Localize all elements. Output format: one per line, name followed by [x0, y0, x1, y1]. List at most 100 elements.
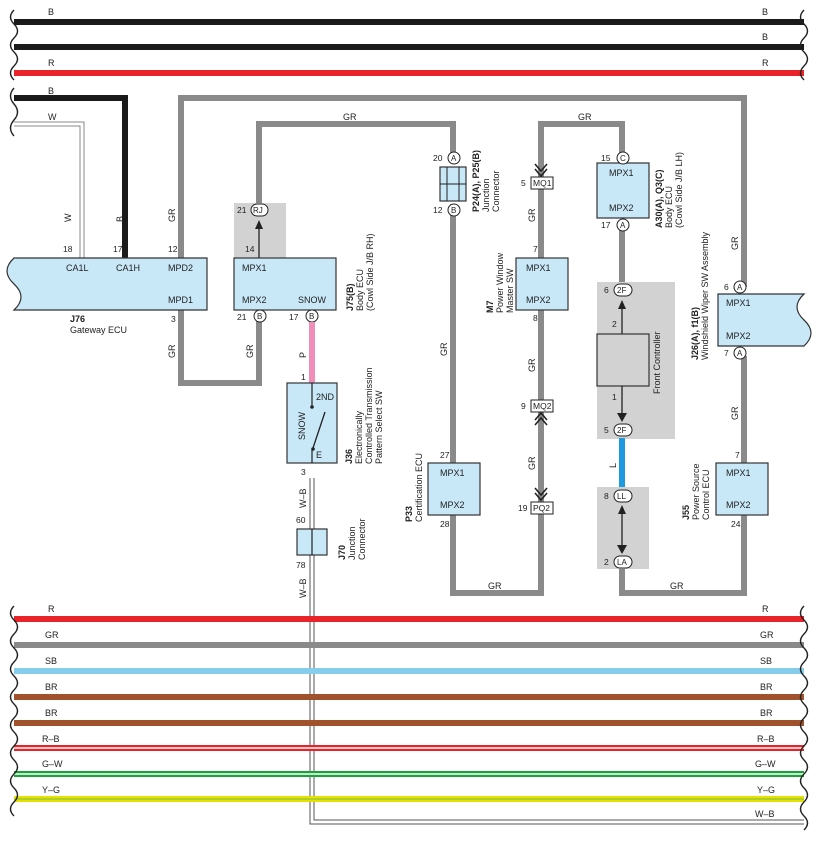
component-code: A30(A), Q3(C)	[654, 169, 664, 228]
connector-code: RJ	[253, 206, 263, 215]
component-location: (Cowl Side J/B LH)	[674, 152, 684, 228]
break-mark-left	[9, 87, 19, 137]
component-location: (Cowl Side J/B RH)	[365, 233, 375, 311]
wire-label: GR	[578, 112, 592, 122]
pin-number: 5	[521, 178, 526, 188]
component-name: Power Source	[691, 463, 701, 520]
bus-label-right: GR	[760, 630, 774, 640]
component-name: Power Window	[495, 252, 505, 313]
bus-label-right: SB	[760, 656, 772, 666]
bus-label-right: R–B	[757, 734, 775, 744]
component-code: J76	[70, 314, 85, 324]
component-code: J36	[344, 449, 354, 464]
pin-number: 6	[724, 282, 729, 292]
pin-number: 12	[433, 205, 443, 215]
connector-badge: LL	[613, 489, 633, 503]
component-code: J26(A), f1(B)	[690, 307, 700, 360]
connector-badge-shape	[613, 423, 633, 437]
terminal-label: MPX2	[526, 295, 551, 305]
gateway-feed-wires: B W W B	[14, 86, 128, 258]
wire-label: B	[115, 216, 125, 222]
wire-label: W	[48, 112, 57, 122]
pin-number: 12	[168, 244, 178, 254]
bus-label-left: R–B	[42, 734, 60, 744]
chevron-down-icon	[534, 163, 548, 178]
connector-badge: A	[733, 280, 747, 294]
component-name: Master SW	[505, 268, 515, 313]
component-code: P24(A), P25(B)	[471, 150, 481, 212]
wire-label: P	[298, 352, 308, 358]
body-ecu-rh-body	[233, 257, 337, 311]
pin-number: 8	[533, 313, 538, 323]
pin-number: 7	[735, 450, 740, 460]
chevron-up-icon	[534, 411, 548, 426]
pin-number: 17	[113, 244, 123, 254]
wire-label: W–B	[298, 578, 308, 598]
switch-terminal	[310, 405, 314, 409]
component-name: Gateway ECU	[70, 325, 127, 335]
pin-number: 18	[63, 244, 73, 254]
connector-badge: B	[253, 309, 267, 323]
arrow-down-icon	[617, 545, 627, 554]
pin-number: 21	[237, 312, 247, 322]
bus-label-left: BR	[45, 682, 58, 692]
bus-label-left: R	[48, 604, 55, 614]
wire-gr-m7	[538, 121, 625, 258]
power-window-path: GR GR GR GR MQ1 5 7 8 MPX1 MPX2 M7 Power…	[485, 112, 625, 515]
terminal-label: E	[316, 450, 322, 460]
connector-badge-shape	[447, 203, 461, 217]
terminal-label: SNOW	[297, 411, 307, 440]
terminal-label: SNOW	[298, 295, 327, 305]
pin-number: 3	[171, 314, 176, 324]
wire-label: GR	[245, 344, 255, 358]
pin-number: 7	[724, 348, 729, 358]
break-mark-right	[799, 605, 809, 831]
connector-badge: C	[616, 151, 630, 165]
connector-code: A	[737, 349, 743, 358]
wire-label: W	[63, 213, 73, 222]
connector-badge: LA	[613, 555, 633, 569]
terminal-label: MPX2	[609, 203, 634, 213]
connector-code: A	[737, 283, 743, 292]
component-name: Front Controller	[652, 331, 662, 394]
component-name: Connector	[357, 518, 367, 560]
certification-path: GR GR 20 A 12 B P24(A), P25(B) Junction …	[404, 150, 544, 596]
wire-label: GR	[343, 112, 357, 122]
terminal-label: MPX1	[726, 468, 751, 478]
component-name: Junction	[347, 526, 357, 560]
connector-code: LA	[617, 558, 627, 567]
wire-label: GR	[527, 456, 537, 470]
connector-code: MQ2	[533, 401, 552, 411]
pin-number: 17	[289, 312, 299, 322]
connector-badge-shape	[733, 280, 747, 294]
connector-badge: A	[447, 151, 461, 165]
wire-gr-j75-top	[256, 121, 456, 210]
pin-number: 3	[301, 467, 306, 477]
bus-label-right: Y–G	[757, 785, 775, 795]
bus-label-left: Y–G	[42, 785, 60, 795]
connector-badge-shape	[616, 151, 630, 165]
component-code: J75(B)	[345, 283, 355, 311]
bus-label-left: R	[48, 58, 55, 68]
bus-label-right: G–W	[755, 759, 776, 769]
terminal-label: MPX2	[242, 295, 267, 305]
wire-label: W–B	[298, 488, 308, 508]
gateway-ecu: 18 17 12 3 CA1L CA1H MPD2 MPD1 J76 Gatew…	[6, 244, 208, 335]
switch-terminal	[311, 447, 315, 451]
connector-badge: A	[733, 346, 747, 360]
connector-code: 2F	[617, 426, 626, 435]
wiper-switch-and-power-source: GR GR 6 A MPX1 MPX2 7 A J26(A), f1(B) Wi…	[681, 231, 812, 529]
break-mark-left	[9, 9, 19, 81]
component-code: P33	[404, 506, 414, 522]
wire-gr-mpd1	[178, 310, 262, 386]
connector-badge-shape	[613, 283, 633, 297]
pin-number: 5	[604, 425, 609, 435]
pin-number: 14	[245, 244, 255, 254]
component-name: Electronically	[354, 410, 364, 464]
ll-la-connectors: L LL 8 LA 2 GR	[597, 438, 747, 596]
break-mark-left	[9, 605, 19, 817]
connector-badge-shape	[613, 489, 633, 503]
inline-connector	[530, 176, 554, 190]
wire-label: GR	[670, 581, 684, 591]
wire-label: GR	[730, 406, 740, 420]
